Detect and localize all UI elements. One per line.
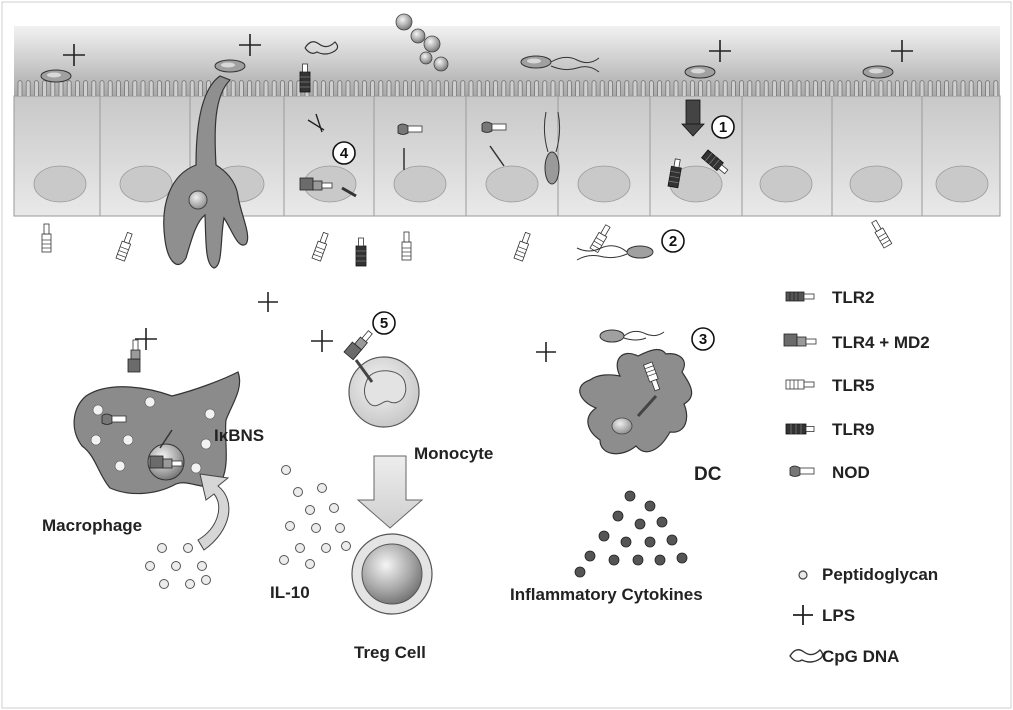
epithelium: [14, 81, 1000, 217]
il10-label: IL-10: [270, 583, 310, 602]
svg-text:NOD: NOD: [832, 463, 870, 482]
svg-text:TLR2: TLR2: [832, 288, 875, 307]
svg-text:TLR9: TLR9: [832, 420, 875, 439]
dc-label: DC: [694, 464, 722, 485]
step-4-label: 4: [340, 145, 349, 162]
legend-lps: LPS: [793, 605, 855, 625]
svg-text:TLR4 + MD2: TLR4 + MD2: [832, 333, 930, 352]
step-1-label: 1: [719, 119, 727, 136]
treg-label: Treg Cell: [354, 643, 426, 662]
treg-cell: [352, 534, 432, 614]
svg-text:TLR5: TLR5: [832, 376, 875, 395]
step-2-label: 2: [669, 233, 677, 250]
step-3-label: 3: [699, 331, 707, 348]
svg-text:CpG DNA: CpG DNA: [822, 647, 899, 666]
peptidoglycan-icon: [799, 571, 807, 579]
monocyte-label: Monocyte: [414, 444, 493, 463]
cytokines-label: Inflammatory Cytokines: [510, 585, 703, 604]
lumen-band: [14, 26, 1000, 96]
svg-text:Peptidoglycan: Peptidoglycan: [822, 565, 938, 584]
step-5-label: 5: [380, 315, 388, 332]
ikbns-label: IκBNS: [214, 426, 264, 445]
macrophage-label: Macrophage: [42, 516, 142, 535]
svg-text:LPS: LPS: [822, 606, 855, 625]
